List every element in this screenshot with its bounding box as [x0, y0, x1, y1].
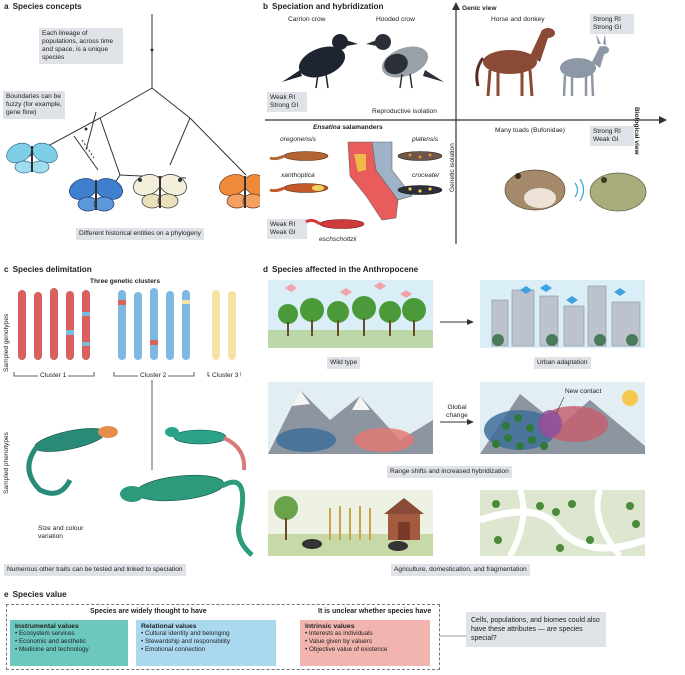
relational-title: Relational values [141, 623, 197, 630]
croceater-label: croceater [412, 172, 440, 179]
toad-right [589, 172, 647, 212]
butterfly-blue [69, 178, 123, 212]
agriculture-label: Agriculture, domestication, and fragment… [391, 564, 530, 576]
horse-donkey-label: Horse and donkey [491, 16, 545, 23]
lineage-note: Each lineage of populations, across time… [39, 28, 123, 64]
weak-ri-weak-gi-badge: Weak RI Weak GI [267, 219, 307, 239]
global-change-label: Global change [446, 404, 468, 419]
lizards-illustration [26, 380, 254, 557]
clusters-heading: Three genetic clusters [90, 278, 160, 285]
scene-fragmentation [478, 489, 647, 558]
scene-agriculture [268, 490, 433, 556]
new-contact-label: New contact [565, 388, 602, 395]
butterflies-illustration [6, 142, 260, 212]
chromosomes [13, 288, 241, 377]
reproductive-isolation-label: Reproductive isolation [372, 108, 437, 115]
platensis-label: platensis [412, 136, 439, 143]
phylogeny-caption: Different historical entities on a phylo… [76, 228, 204, 240]
boundary-note: Boundaries can be fuzzy (for example, ge… [3, 91, 65, 119]
intrinsic-values-box: Intrinsic values • Interests as individu… [300, 620, 430, 666]
lizard-cluster2 [165, 427, 247, 471]
species-value-frame [6, 604, 440, 670]
strong-ri-strong-gi-badge: Strong RI Strong GI [590, 14, 634, 34]
donkey [560, 34, 609, 97]
size-colour-label: Size and colour variation [38, 525, 84, 540]
strong-ri-weak-gi-badge: Strong RI Weak GI [590, 126, 634, 146]
traits-caption: Numerous other traits can be tested and … [4, 564, 186, 576]
lizard-large [120, 474, 254, 557]
unclear-heading: It is unclear whether species have [318, 608, 432, 615]
salamander-oregonensis [269, 151, 329, 161]
salamander-croceater [397, 185, 443, 195]
oregonensis-label: oregonensis [280, 136, 316, 143]
butterfly-light-blue [6, 142, 58, 174]
instrumental-values-box: Instrumental values • Ecosystem services… [10, 620, 128, 666]
cluster2-label: Cluster 2 [138, 372, 169, 379]
anthropocene-scenes [268, 280, 647, 558]
widely-heading: Species are widely thought to have [90, 608, 207, 615]
lizard-cluster1 [26, 426, 118, 496]
horse [475, 28, 555, 97]
hooded-crow-label: Hooded crow [376, 16, 415, 23]
ensatina-heading: Ensatina salamanders [313, 124, 383, 131]
weak-ri-strong-gi-badge: Weak RI Strong GI [267, 92, 307, 112]
species-special-question: Cells, populations, and biomes could als… [466, 612, 606, 647]
butterfly-orange [219, 174, 260, 209]
carrion-crow [282, 34, 358, 89]
salamander-platensis [397, 151, 443, 161]
intrinsic-title: Intrinsic values [305, 623, 355, 630]
range-shifts-label: Range shifts and increased hybridization [387, 466, 512, 478]
isolation-axes [265, 2, 667, 244]
toad-left [504, 169, 585, 211]
california-map [347, 141, 413, 221]
urban-adaptation-label: Urban adaptation [534, 357, 591, 369]
scene-range-before [268, 382, 433, 454]
hooded-crow [366, 34, 444, 89]
speciation-illustrations [269, 28, 647, 229]
salamander-xanthoptica [269, 183, 329, 193]
eschscholtzii-label: eschscholtzii [319, 236, 357, 243]
scene-range-after [480, 382, 645, 454]
carrion-crow-label: Carrion crow [288, 16, 326, 23]
toads-label: Many toads (Bufonidae) [495, 127, 566, 134]
scene-wild-type [268, 280, 433, 348]
instrumental-title: Instrumental values [15, 623, 79, 630]
wild-type-label: Wild type [327, 357, 361, 369]
butterfly-white [133, 174, 187, 209]
salamander-eschscholtzii [305, 218, 365, 229]
genic-view-label: Genic view [462, 5, 497, 12]
xanthoptica-label: xanthoptica [281, 172, 315, 179]
cluster1-label: Cluster 1 [38, 372, 69, 379]
relational-values-box: Relational values • Cultural identity an… [136, 620, 276, 666]
scene-urban [480, 280, 645, 348]
cluster3-label: Cluster 3 [210, 372, 241, 379]
